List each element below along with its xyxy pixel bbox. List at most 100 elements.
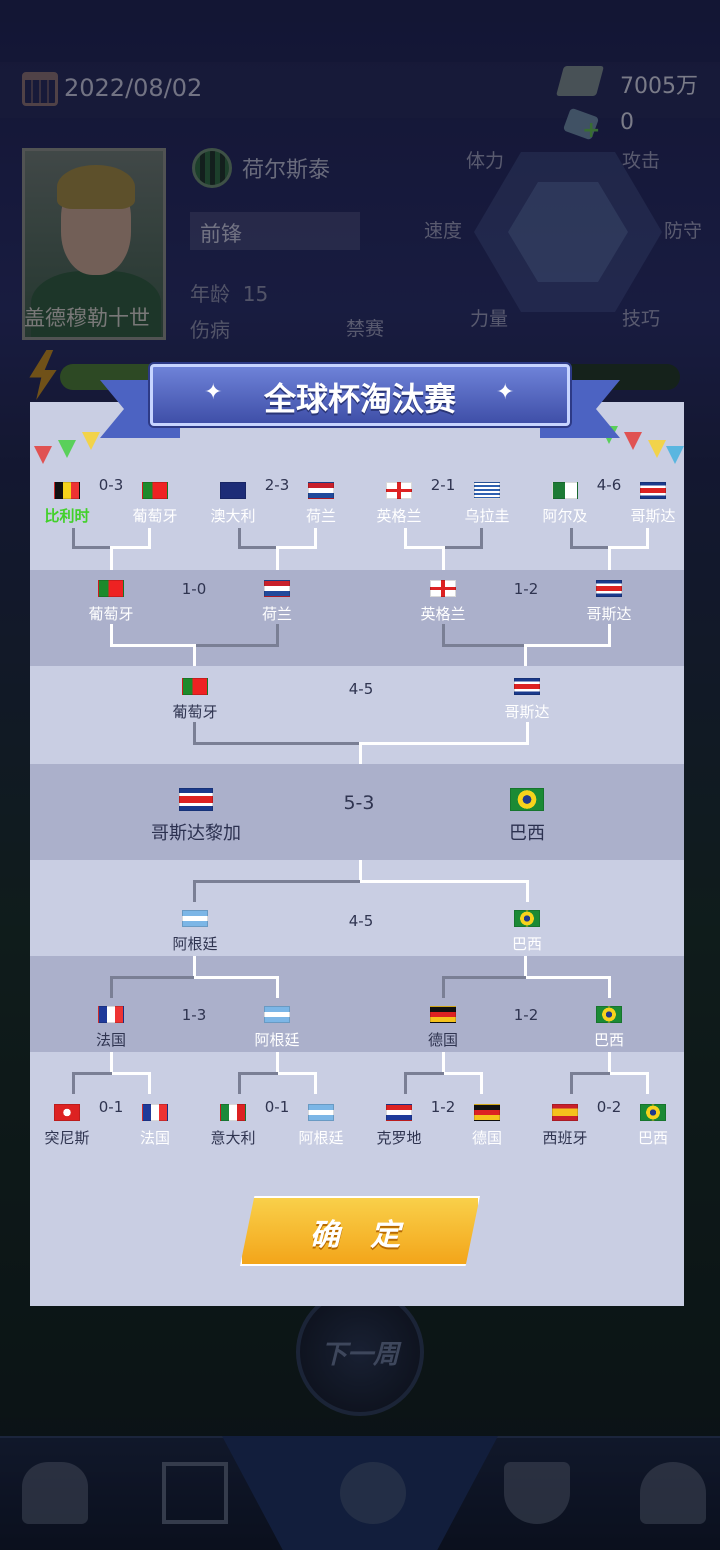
calendar-icon — [22, 72, 58, 106]
spain-flag-icon — [552, 1104, 578, 1121]
brazil-flag-icon — [640, 1104, 666, 1121]
team-germany: 德国 — [442, 1104, 532, 1148]
team-costa-rica: 哥斯达 — [608, 482, 698, 526]
match-score: 0-1 — [98, 1098, 124, 1116]
sparkle-icon: ✦ — [204, 380, 223, 405]
nav-team-icon[interactable] — [22, 1462, 88, 1524]
algeria-flag-icon — [552, 482, 578, 499]
match-score: 0-2 — [596, 1098, 622, 1116]
confirm-button-label: 确 定 — [309, 1218, 411, 1253]
team-germany: 德国 — [398, 1006, 488, 1050]
costa-rica-flag-icon — [596, 580, 622, 597]
next-week-button[interactable] — [296, 1288, 424, 1416]
team-costa-rica: 哥斯达 — [564, 580, 654, 624]
bracket-band-qf-bottom — [30, 956, 684, 1052]
brazil-flag-icon — [596, 1006, 622, 1023]
match-score: 1-2 — [513, 1006, 539, 1024]
team-france: 法国 — [66, 1006, 156, 1050]
costa-rica-flag-icon — [640, 482, 666, 499]
team-brazil: 巴西 — [608, 1104, 698, 1148]
portugal-flag-icon — [142, 482, 168, 499]
germany-flag-icon — [430, 1006, 456, 1023]
nav-league-icon[interactable] — [504, 1462, 570, 1524]
team-netherlands: 荷兰 — [232, 580, 322, 624]
age-stat: 年龄 15 — [190, 282, 269, 306]
finalist-brazil: 巴西 — [482, 788, 572, 845]
match-score: 4-5 — [348, 912, 374, 930]
team-tunisia: 突尼斯 — [22, 1104, 112, 1148]
club-logo-icon — [192, 148, 232, 188]
team-france: 法国 — [110, 1104, 200, 1148]
argentina-flag-icon — [308, 1104, 334, 1121]
portugal-flag-icon — [182, 678, 208, 695]
croatia-flag-icon — [386, 1104, 412, 1121]
team-spain: 西班牙 — [520, 1104, 610, 1148]
bunting-flag — [34, 446, 52, 464]
attr-strength: 力量 — [470, 308, 509, 330]
match-score: 1-2 — [513, 580, 539, 598]
bunting-flag — [666, 446, 684, 464]
team-argentina: 阿根廷 — [232, 1006, 322, 1050]
sparkle-icon: ✦ — [496, 380, 515, 405]
italy-flag-icon — [220, 1104, 246, 1121]
france-flag-icon — [142, 1104, 168, 1121]
brazil-flag-icon — [510, 788, 544, 811]
bracket-band-final — [30, 764, 684, 860]
team-argentina: 阿根廷 — [150, 910, 240, 954]
team-costa-rica: 哥斯达 — [482, 678, 572, 722]
england-flag-icon — [430, 580, 456, 597]
team-netherlands: 荷兰 — [276, 482, 366, 526]
bracket-band-sf-top — [30, 666, 684, 764]
attr-attack: 攻击 — [622, 150, 661, 172]
costa-rica-flag-icon — [179, 788, 213, 811]
team-croatia: 克罗地 — [354, 1104, 444, 1148]
team-belgium: 比利时 — [22, 482, 112, 526]
team-portugal: 葡萄牙 — [66, 580, 156, 624]
date-label: 2022/08/02 — [64, 74, 203, 102]
money-value: 7005万 — [620, 74, 698, 99]
team-italy: 意大利 — [188, 1104, 278, 1148]
add-gems-icon[interactable]: + — [582, 118, 601, 143]
argentina-flag-icon — [182, 910, 208, 927]
player-portrait — [22, 148, 166, 340]
germany-flag-icon — [474, 1104, 500, 1121]
belgium-flag-icon — [54, 482, 80, 499]
team-argentina: 阿根廷 — [276, 1104, 366, 1148]
bunting-flag — [82, 432, 100, 450]
player-name: 盖德穆勒十世 — [24, 306, 150, 330]
australia-flag-icon — [220, 482, 246, 499]
club-name: 荷尔斯泰 — [242, 158, 331, 183]
team-uruguay: 乌拉圭 — [442, 482, 532, 526]
attr-speed: 速度 — [424, 220, 463, 242]
bunting-flag — [58, 440, 76, 458]
team-england: 英格兰 — [354, 482, 444, 526]
bracket-band-sf-bottom — [30, 860, 684, 956]
title-banner — [150, 364, 570, 426]
team-brazil: 巴西 — [482, 910, 572, 954]
finalist-costa-rica: 哥斯达黎加 — [136, 788, 256, 845]
netherlands-flag-icon — [264, 580, 290, 597]
netherlands-flag-icon — [308, 482, 334, 499]
match-score: 4-6 — [596, 476, 622, 494]
argentina-flag-icon — [264, 1006, 290, 1023]
team-portugal: 葡萄牙 — [150, 678, 240, 722]
ban-stat: 禁赛 — [346, 318, 385, 340]
position-box — [190, 212, 360, 250]
nav-match-icon[interactable] — [340, 1462, 406, 1524]
team-australia: 澳大利 — [188, 482, 278, 526]
final-score: 5-3 — [343, 792, 375, 814]
bracket-band-qf-top — [30, 570, 684, 666]
team-portugal: 葡萄牙 — [110, 482, 200, 526]
portugal-flag-icon — [98, 580, 124, 597]
nav-pitch-icon[interactable] — [162, 1462, 228, 1524]
brazil-flag-icon — [514, 910, 540, 927]
modal-title: 全球杯淘汰赛 — [263, 380, 456, 418]
attr-skill: 技巧 — [622, 308, 661, 330]
position-label: 前锋 — [200, 222, 242, 246]
match-score: 1-3 — [181, 1006, 207, 1024]
gem-value: 0 — [620, 110, 634, 135]
nav-trophy-icon[interactable] — [640, 1462, 706, 1524]
match-score: 1-0 — [181, 580, 207, 598]
next-week-label: 下一周 — [320, 1340, 399, 1370]
tunisia-flag-icon — [54, 1104, 80, 1121]
